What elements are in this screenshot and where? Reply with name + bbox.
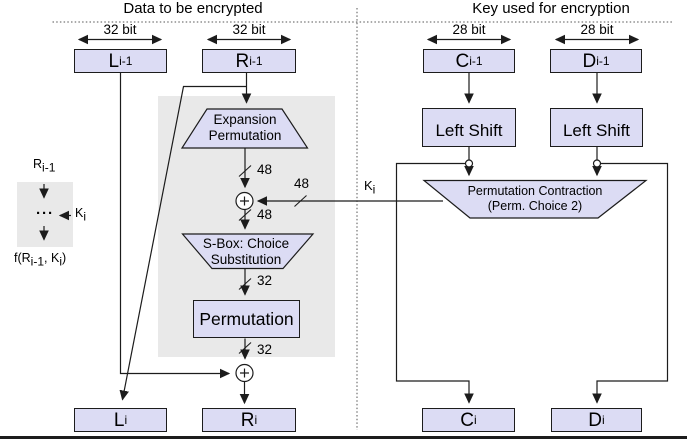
bus-slash-48 bbox=[238, 209, 252, 221]
branch-tap-d bbox=[592, 159, 602, 168]
register-label: L bbox=[113, 409, 125, 431]
bus-width-48: 48 bbox=[294, 176, 310, 191]
legend-output-part: f(R bbox=[14, 251, 31, 265]
sbox-node bbox=[181, 233, 315, 270]
permuted-choice-label: Permutation Contraction (Perm. Choice 2) bbox=[424, 184, 646, 214]
sbox-line1: S-Box: Choice bbox=[202, 236, 290, 251]
register-label: L bbox=[108, 50, 120, 72]
permutation-label: Permutation bbox=[199, 308, 294, 329]
bit-width-label: 28 bit bbox=[580, 22, 614, 37]
bus-slash-48 bbox=[238, 165, 252, 177]
legend-output-part: , K bbox=[44, 251, 60, 265]
register-label: D bbox=[588, 409, 603, 431]
legend-key-subscript: i bbox=[83, 209, 87, 224]
register-label: R bbox=[235, 50, 250, 72]
permuted-choice-line1: Permutation Contraction bbox=[467, 184, 603, 198]
bus-width-32: 32 bbox=[257, 273, 273, 288]
left-shift-c-node: Left Shift bbox=[422, 108, 516, 147]
bus-width-48: 48 bbox=[257, 207, 273, 222]
legend-output-sub: i-1 bbox=[30, 254, 45, 269]
register-label: R bbox=[240, 409, 255, 431]
legend-input-label: Ri-1 bbox=[33, 157, 56, 175]
section-title-key: Key used for encryption bbox=[472, 0, 630, 17]
wire-rprev-to-lnext bbox=[119, 85, 247, 401]
bus-width-48: 48 bbox=[257, 162, 273, 177]
window-edge bbox=[0, 436, 687, 439]
legend-key-base: K bbox=[75, 206, 84, 220]
expansion-permutation-node bbox=[180, 108, 309, 149]
register-label: C bbox=[460, 409, 475, 431]
expansion-line2: Permutation bbox=[208, 128, 282, 144]
bus-slash-32 bbox=[238, 278, 252, 290]
legend-dots: ··· bbox=[36, 205, 54, 222]
left-shift-d-node: Left Shift bbox=[550, 108, 643, 147]
wire-loop-to-dnext bbox=[592, 162, 669, 404]
bus-slash-48 bbox=[294, 195, 307, 207]
section-title-data: Data to be encrypted bbox=[123, 0, 263, 17]
bus-slash-32 bbox=[238, 342, 252, 354]
sbox-label: S-Box: Choice Substitution bbox=[181, 236, 311, 268]
bit-width-label: 32 bit bbox=[103, 22, 137, 37]
subkey-label: Ki bbox=[364, 178, 375, 195]
xor2-plus-icon bbox=[240, 368, 249, 378]
bus-width-32: 32 bbox=[257, 342, 273, 357]
register-label: C bbox=[455, 50, 470, 72]
bit-width-label: 28 bit bbox=[452, 22, 486, 37]
left-shift-label: Left Shift bbox=[435, 121, 503, 140]
left-shift-label: Left Shift bbox=[562, 121, 631, 140]
xor1-plus-icon bbox=[240, 196, 249, 206]
bit-width-label: 32 bit bbox=[232, 22, 266, 37]
legend-key-label: Ki bbox=[75, 206, 87, 224]
wire-lprev-to-xor2 bbox=[119, 73, 231, 379]
legend-output-part: ) bbox=[61, 251, 67, 265]
wire-loop-to-cnext bbox=[395, 162, 474, 404]
branch-tap-c bbox=[464, 159, 474, 168]
expansion-permutation-label: Expansion Permutation bbox=[180, 112, 310, 144]
register-label: D bbox=[582, 50, 597, 72]
legend-input-subscript: i-1 bbox=[42, 160, 56, 175]
legend-output-label: f(Ri-1, Ki) bbox=[14, 251, 67, 269]
subkey-base: K bbox=[364, 178, 373, 193]
permuted-choice-node bbox=[422, 179, 648, 219]
expansion-line1: Expansion bbox=[213, 112, 277, 127]
permutation-node: Permutation bbox=[193, 300, 300, 338]
legend-output-sub: i bbox=[59, 254, 62, 269]
permuted-choice-line2: (Perm. Choice 2) bbox=[487, 199, 583, 213]
sbox-line2: Substitution bbox=[210, 252, 282, 268]
legend-input-base: R bbox=[33, 157, 43, 171]
subkey-subscript: i bbox=[372, 182, 376, 197]
